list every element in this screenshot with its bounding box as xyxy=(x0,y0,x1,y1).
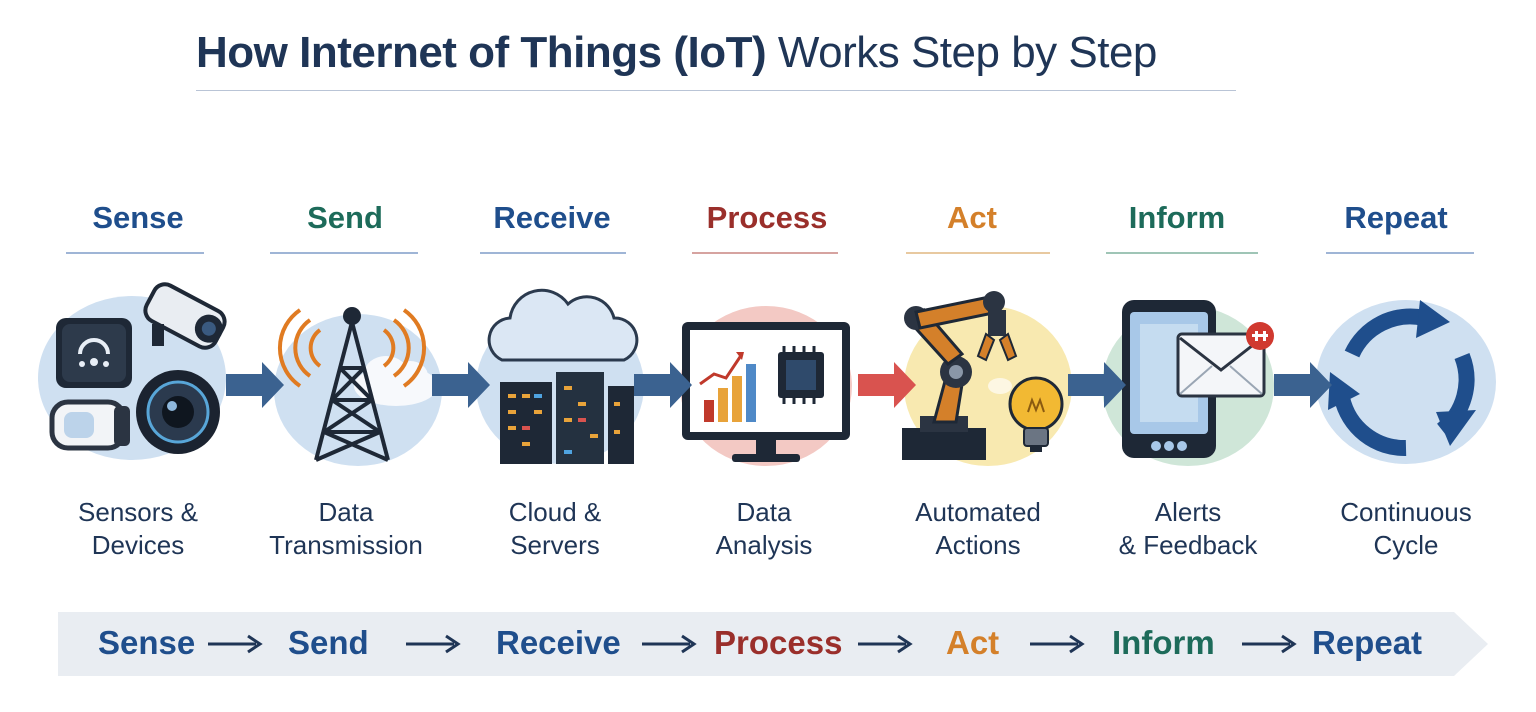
step-caption: Alerts & Feedback xyxy=(1088,496,1288,562)
cloud-servers-icon xyxy=(476,288,644,464)
step-caption: Data Analysis xyxy=(664,496,864,562)
flow-arrow-icon xyxy=(1242,634,1297,654)
step-inform: Inform Alerts & Feedback xyxy=(1100,200,1300,570)
caption-line: Transmission xyxy=(269,530,423,560)
connector-arrow-icon xyxy=(432,362,490,408)
step-act: Act Automated Actions xyxy=(900,200,1090,570)
caption-line: Data xyxy=(318,497,374,527)
transmission-tower-icon xyxy=(274,307,442,466)
step-heading: Receive xyxy=(493,200,611,235)
step-heading: Repeat xyxy=(1344,200,1448,235)
step-caption: Sensors & Devices xyxy=(38,496,238,562)
heading-underline xyxy=(270,252,418,254)
caption-line: Servers xyxy=(510,530,600,560)
title-light: Works Step by Step xyxy=(777,28,1158,77)
flow-item-process: Process xyxy=(714,624,843,661)
step-send: Send Data Transmission xyxy=(260,200,460,570)
caption-line: Sensors & xyxy=(78,497,198,527)
flow-item-repeat: Repeat xyxy=(1312,624,1423,661)
connector-arrow-icon xyxy=(1068,362,1126,408)
flow-item-act: Act xyxy=(946,624,1000,661)
step-caption: Automated Actions xyxy=(878,496,1078,562)
data-analysis-monitor-icon xyxy=(680,306,852,466)
step-caption: Data Transmission xyxy=(246,496,446,562)
heading-underline xyxy=(692,252,838,254)
caption-line: Cloud & xyxy=(508,497,602,527)
flow-arrow-icon xyxy=(208,634,263,654)
caption-line: & Feedback xyxy=(1118,530,1258,560)
step-heading: Act xyxy=(947,200,997,235)
step-heading: Inform xyxy=(1128,200,1226,235)
step-heading: Sense xyxy=(92,200,184,235)
flow-arrow-icon xyxy=(1030,634,1085,654)
flow-item-send: Send xyxy=(288,624,369,661)
flow-arrow-icon xyxy=(858,634,913,654)
step-repeat: Repeat Continuous Cycle xyxy=(1310,200,1530,570)
phone-alert-icon xyxy=(1102,300,1274,466)
step-receive: Receive Cloud & Servers xyxy=(470,200,670,570)
caption-line: Analysis xyxy=(715,530,813,560)
flow-item-receive: Receive xyxy=(496,624,621,661)
flow-arrow-icon xyxy=(642,634,697,654)
step-heading: Send xyxy=(307,200,383,235)
flow-banner: Sense Send Receive Process Act Inform Re… xyxy=(58,612,1488,676)
page-title: How Internet of Things (IoT) Works Step … xyxy=(196,28,1236,78)
cycle-arrows-icon xyxy=(1316,300,1496,464)
flow-item-inform: Inform xyxy=(1112,624,1215,661)
step-process: Process Data Analysis xyxy=(680,200,890,570)
title-bold: How Internet of Things (IoT) xyxy=(196,28,767,77)
caption-line: Actions xyxy=(935,530,1021,560)
connector-arrow-icon xyxy=(1274,362,1332,408)
flow-banner-background xyxy=(58,612,1488,676)
caption-line: Devices xyxy=(91,530,185,560)
connector-arrow-icon xyxy=(634,362,692,408)
heading-underline xyxy=(906,252,1050,254)
caption-line: Cycle xyxy=(1373,530,1439,560)
caption-line: Continuous xyxy=(1340,497,1472,527)
heading-underline xyxy=(1326,252,1474,254)
heading-underline xyxy=(66,252,204,254)
caption-line: Automated xyxy=(915,497,1041,527)
robot-arm-icon xyxy=(902,291,1072,466)
step-caption: Cloud & Servers xyxy=(455,496,655,562)
heading-underline xyxy=(1106,252,1258,254)
heading-underline xyxy=(480,252,626,254)
title-divider xyxy=(196,90,1236,91)
step-heading: Process xyxy=(706,200,828,235)
flow-arrow-icon xyxy=(406,634,461,654)
flow-item-sense: Sense xyxy=(98,624,196,661)
step-sense: Sense Sensors & Devices xyxy=(0,200,280,570)
connector-arrow-icon xyxy=(226,362,284,408)
caption-line: Alerts xyxy=(1154,497,1222,527)
step-caption: Continuous Cycle xyxy=(1306,496,1506,562)
connector-arrow-icon xyxy=(858,362,916,408)
sensor-devices-icon xyxy=(38,282,227,460)
caption-line: Data xyxy=(736,497,792,527)
title-block: How Internet of Things (IoT) Works Step … xyxy=(196,28,1236,91)
